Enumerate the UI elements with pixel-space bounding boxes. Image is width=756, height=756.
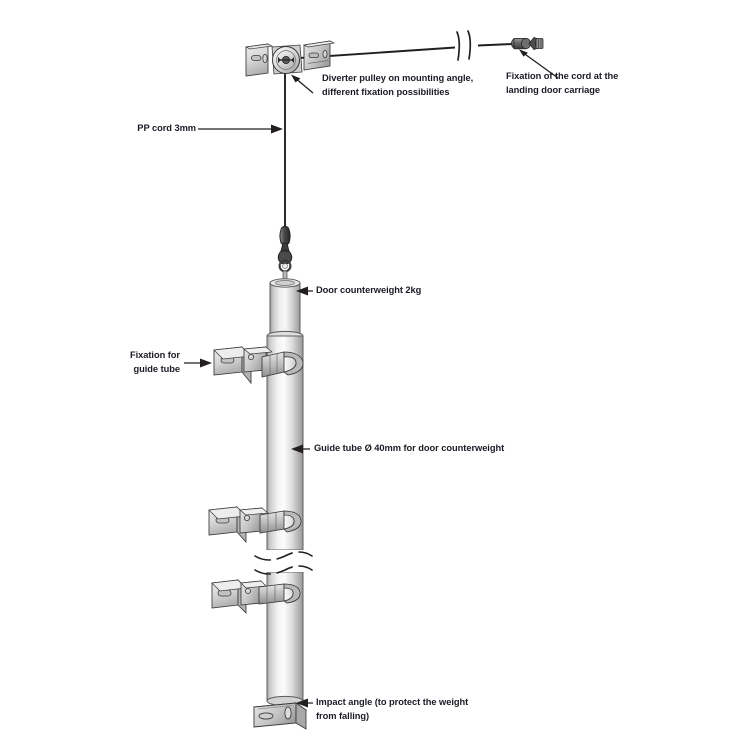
label-guide-tube: Guide tube Ø 40mm for door counterweight xyxy=(314,443,505,453)
leader-guide-tube xyxy=(291,444,310,454)
leader-pp-cord xyxy=(198,124,283,134)
label-cord-fixation: Fixation of the cord at the landing door… xyxy=(506,71,619,95)
cord-break-symbol xyxy=(456,30,472,61)
tube-break-symbol xyxy=(254,551,313,575)
fixation-angle-plate-2 xyxy=(208,505,247,544)
guide-tube-fixation-1 xyxy=(213,345,304,385)
leader-counterweight xyxy=(296,286,313,296)
swivel-hook-assembly xyxy=(277,225,293,282)
fixation-mounted-plate-2 xyxy=(239,507,269,534)
fixation-angle-plate-1 xyxy=(213,345,252,385)
leader-cord-fixation xyxy=(519,49,559,79)
diverter-pulley xyxy=(271,44,303,75)
fixation-clamp-band-2 xyxy=(259,510,302,534)
guide-tube-fixation-3 xyxy=(211,578,301,615)
guide-tube-fixation-2 xyxy=(208,505,302,544)
leader-diverter-pulley xyxy=(291,74,314,94)
pulley-mounting-angle-left xyxy=(244,43,274,77)
door-counterweight xyxy=(269,278,301,344)
impact-angle xyxy=(252,702,308,730)
label-pp-cord: PP cord 3mm xyxy=(137,123,196,133)
label-impact-angle: Impact angle (to protect the weight from… xyxy=(316,697,469,721)
pulley-mounting-angle-right xyxy=(302,40,336,71)
fixation-clamp-band-3 xyxy=(258,583,301,605)
leader-impact-angle xyxy=(296,698,313,708)
label-door-counterweight: Door counterweight 2kg xyxy=(316,285,422,295)
label-diverter-pulley: Diverter pulley on mounting angle, diffe… xyxy=(322,73,474,97)
leader-fixation-guide-tube xyxy=(184,358,212,368)
label-fixation-guide-tube: Fixation for guide tube xyxy=(129,350,180,374)
cord-fixation-fitting xyxy=(510,37,544,50)
fixation-clamp-band-1 xyxy=(261,351,304,378)
